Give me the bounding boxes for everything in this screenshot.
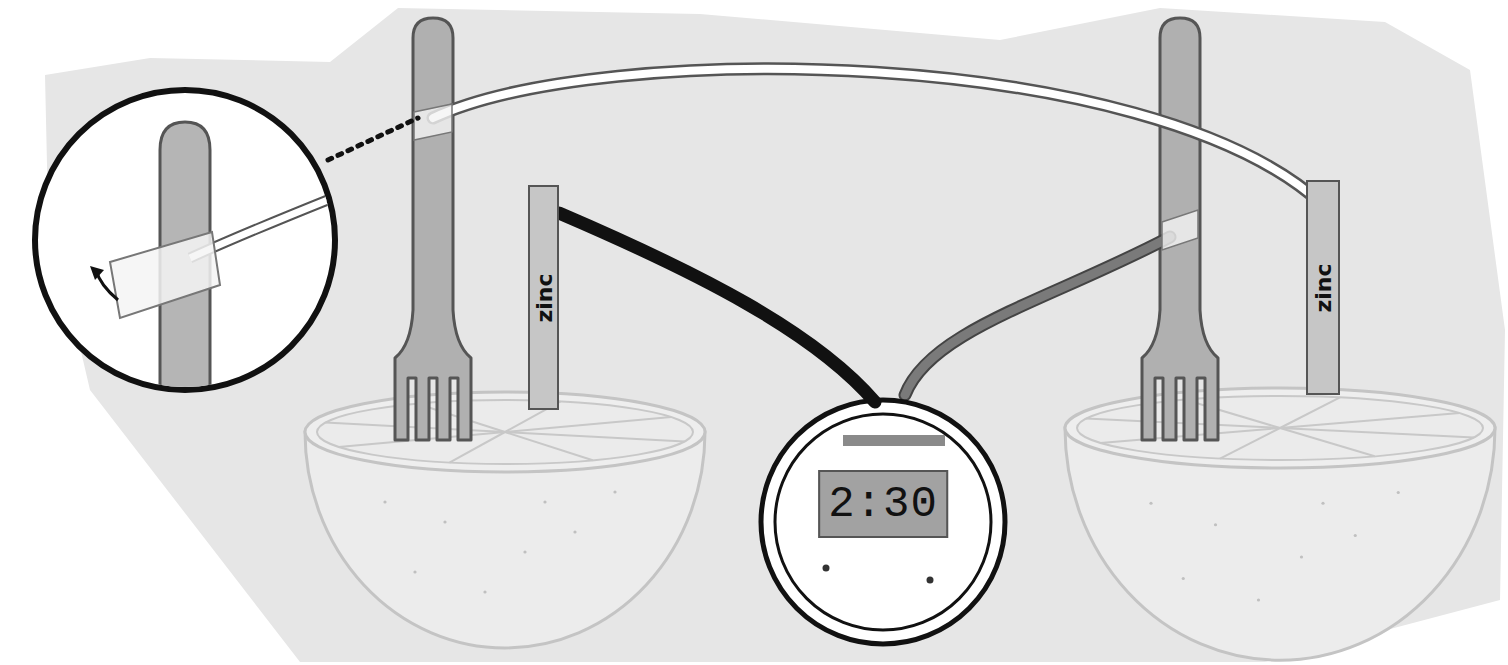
clock-display: 2:30 (818, 470, 948, 538)
lemon-pore (413, 570, 416, 573)
lemon-segment (1185, 400, 1280, 428)
lemon-pore (1257, 598, 1260, 601)
lemon-pore (613, 490, 616, 493)
grey-wire (905, 237, 1170, 395)
lemon-pore (1354, 534, 1357, 537)
lemon-pore (573, 530, 576, 533)
inset-content (90, 122, 340, 400)
lemon-half (305, 392, 705, 648)
zoom-leader (328, 118, 418, 160)
metal-label: zinc (1311, 263, 1336, 312)
lemon-segment (505, 417, 671, 432)
clock-body (761, 400, 1005, 644)
clock-button (927, 577, 934, 584)
forks (395, 18, 1218, 440)
lemon-pore (1214, 523, 1217, 526)
lemon-segment (1280, 428, 1375, 456)
lemon-pore (1182, 577, 1185, 580)
lemon-pore (1300, 555, 1303, 558)
clock-button (823, 565, 830, 572)
lemon-pore (1149, 502, 1152, 505)
lemon-halves (305, 388, 1495, 660)
clock-bar (843, 435, 945, 446)
lemon-flesh (317, 400, 693, 464)
peel-arrowhead (90, 266, 104, 280)
grey-wire-core (905, 237, 1170, 395)
fork (395, 18, 471, 440)
lemon-segment (505, 432, 593, 460)
lemon-flesh (1077, 396, 1483, 460)
lemon-pore (1321, 502, 1324, 505)
lemon-half (1065, 388, 1495, 660)
lemon-pore (523, 550, 526, 553)
lemon-pore (1397, 491, 1400, 494)
lemon-pore (543, 500, 546, 503)
clock-inner-ring (775, 414, 991, 630)
wire-stroke (559, 213, 875, 402)
white-wire-core (433, 69, 1323, 205)
fork (1142, 18, 1218, 440)
white-wire (433, 69, 1323, 205)
zinc-strip: zinc (528, 185, 559, 410)
lemon-pore (443, 520, 446, 523)
inset-tape (110, 232, 220, 318)
lemon-pore (383, 500, 386, 503)
metal-label: zinc (531, 273, 556, 322)
lemon-segment (1280, 413, 1460, 428)
lemon-rim (305, 392, 705, 472)
clock-face: 2:30 (761, 400, 1005, 644)
lemon-pore (483, 590, 486, 593)
zinc-strip: zinc (1306, 180, 1340, 395)
lemon-rim (1065, 388, 1495, 468)
tape (414, 104, 452, 140)
black-wire (559, 213, 875, 402)
tape (1162, 210, 1198, 250)
clock-time: 2:30 (828, 479, 938, 529)
